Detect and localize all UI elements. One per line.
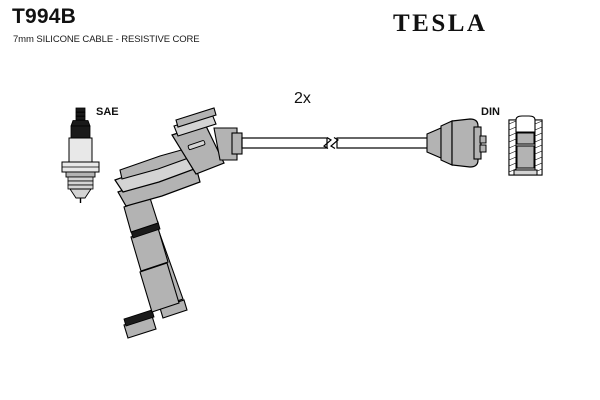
boot-cable-ferrule	[231, 132, 243, 155]
boot-elbow-slot	[187, 140, 206, 151]
spark-plug	[61, 107, 100, 203]
connector-strain-relief	[426, 127, 442, 159]
boot-elbow-collar-top	[175, 107, 217, 128]
connector-latch-tab-upper	[479, 135, 487, 144]
distributor-standard-label: DIN	[481, 106, 500, 118]
connector-shoulder	[440, 120, 453, 166]
spark-plug-terminal-shoulder	[70, 120, 91, 127]
spark-plug-terminal-tip	[75, 107, 86, 113]
boot-cable-gland	[213, 127, 238, 161]
spark-plug-upper-insulator	[70, 125, 91, 139]
distributor-connector	[426, 118, 487, 168]
cable-left-run	[241, 137, 328, 149]
cable-break-stroke-left	[322, 136, 333, 150]
page-title: T994B	[12, 5, 77, 28]
cable-right-run	[336, 137, 430, 149]
brand-logo: TESLA	[393, 10, 488, 37]
distributor-terminal-socket	[508, 115, 543, 176]
socket-top-cap	[515, 115, 536, 133]
spark-plug-washer	[65, 171, 96, 178]
boot-segment-mid	[139, 262, 180, 313]
connector-body	[451, 118, 479, 168]
spark-plug-standard-label: SAE	[96, 106, 119, 118]
spark-plug-thread-3	[67, 184, 94, 190]
cable-break-symbol	[322, 136, 340, 150]
spark-plug-thread-1	[67, 176, 94, 182]
part-description: 7mm SILICONE CABLE - RESISTIVE CORE	[13, 34, 200, 45]
connector-latch-tab-lower	[479, 144, 487, 153]
ignition-cable	[241, 136, 430, 150]
spark-plug-boot	[114, 107, 243, 339]
socket-contact-lower	[516, 145, 535, 169]
spark-plug-terminal-rib-1	[75, 112, 86, 117]
socket-contact-upper	[516, 132, 535, 145]
socket-base-edge	[513, 169, 538, 176]
spark-plug-ceramic-insulator	[68, 137, 93, 163]
boot-end-cap	[159, 299, 188, 319]
socket-wall-hatch-left	[508, 119, 517, 176]
quantity-label: 2x	[294, 90, 311, 107]
spark-plug-thread-2	[67, 180, 94, 186]
spark-plug-terminal-rib-2	[75, 116, 86, 121]
cable-break-stroke-right	[329, 136, 340, 150]
spark-plug-electrode-base	[69, 188, 92, 199]
socket-wall-hatch-right	[534, 119, 543, 176]
